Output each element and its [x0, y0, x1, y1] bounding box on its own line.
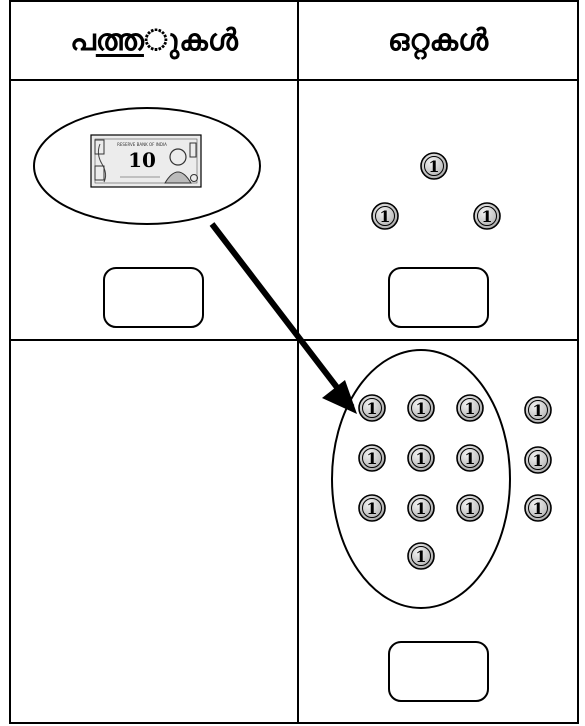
exchange-arrow — [212, 224, 352, 407]
table-border — [10, 1, 578, 723]
coins-top-right: 1 1 1 — [372, 153, 500, 229]
header-tens-part3: ുകൾ — [144, 23, 238, 58]
coin-label: 1 — [415, 449, 426, 468]
coin-label: 1 — [532, 499, 543, 518]
header-ones: ഒറ്റകൾ — [298, 0, 578, 80]
coin-label: 1 — [464, 499, 475, 518]
coin-one-rupee: 1 — [408, 445, 434, 471]
coin-one-rupee: 1 — [408, 395, 434, 421]
ones-answer-box-top[interactable] — [389, 268, 488, 327]
coin-one-rupee: 1 — [359, 395, 385, 421]
coin-one-rupee: 1 — [525, 397, 551, 423]
coin-label: 1 — [464, 399, 475, 418]
coin-one-rupee: 1 — [408, 543, 434, 569]
note-small-text: RESERVE BANK OF INDIA — [117, 142, 167, 147]
coin-label: 1 — [366, 449, 377, 468]
ten-rupee-note: 10 RESERVE BANK OF INDIA — [91, 135, 201, 187]
coin-label: 1 — [532, 401, 543, 420]
coin-one-rupee: 1 — [525, 447, 551, 473]
header-tens-part1: പ — [70, 23, 96, 58]
coin-one-rupee: 1 — [457, 495, 483, 521]
coin-one-rupee: 1 — [421, 153, 447, 179]
coin-one-rupee: 1 — [372, 203, 398, 229]
coin-label: 1 — [464, 449, 475, 468]
note-value: 10 — [128, 148, 156, 172]
coin-label: 1 — [481, 207, 492, 226]
tens-answer-box-top[interactable] — [104, 268, 203, 327]
coin-one-rupee: 1 — [457, 395, 483, 421]
coins-outside-ellipse: 1 1 1 — [525, 397, 551, 521]
coin-label: 1 — [532, 451, 543, 470]
coin-one-rupee: 1 — [457, 445, 483, 471]
coin-one-rupee: 1 — [359, 495, 385, 521]
coin-label: 1 — [415, 399, 426, 418]
coin-one-rupee: 1 — [474, 203, 500, 229]
coin-label: 1 — [379, 207, 390, 226]
coin-label: 1 — [366, 399, 377, 418]
ones-answer-box-bottom[interactable] — [389, 642, 488, 701]
coin-label: 1 — [415, 499, 426, 518]
coin-one-rupee: 1 — [359, 445, 385, 471]
coin-label: 1 — [428, 157, 439, 176]
coin-label: 1 — [366, 499, 377, 518]
coin-one-rupee: 1 — [408, 495, 434, 521]
header-tens-underlined: ത്ത — [96, 23, 144, 58]
table-grid — [10, 1, 578, 723]
coin-label: 1 — [415, 547, 426, 566]
coin-one-rupee: 1 — [525, 495, 551, 521]
